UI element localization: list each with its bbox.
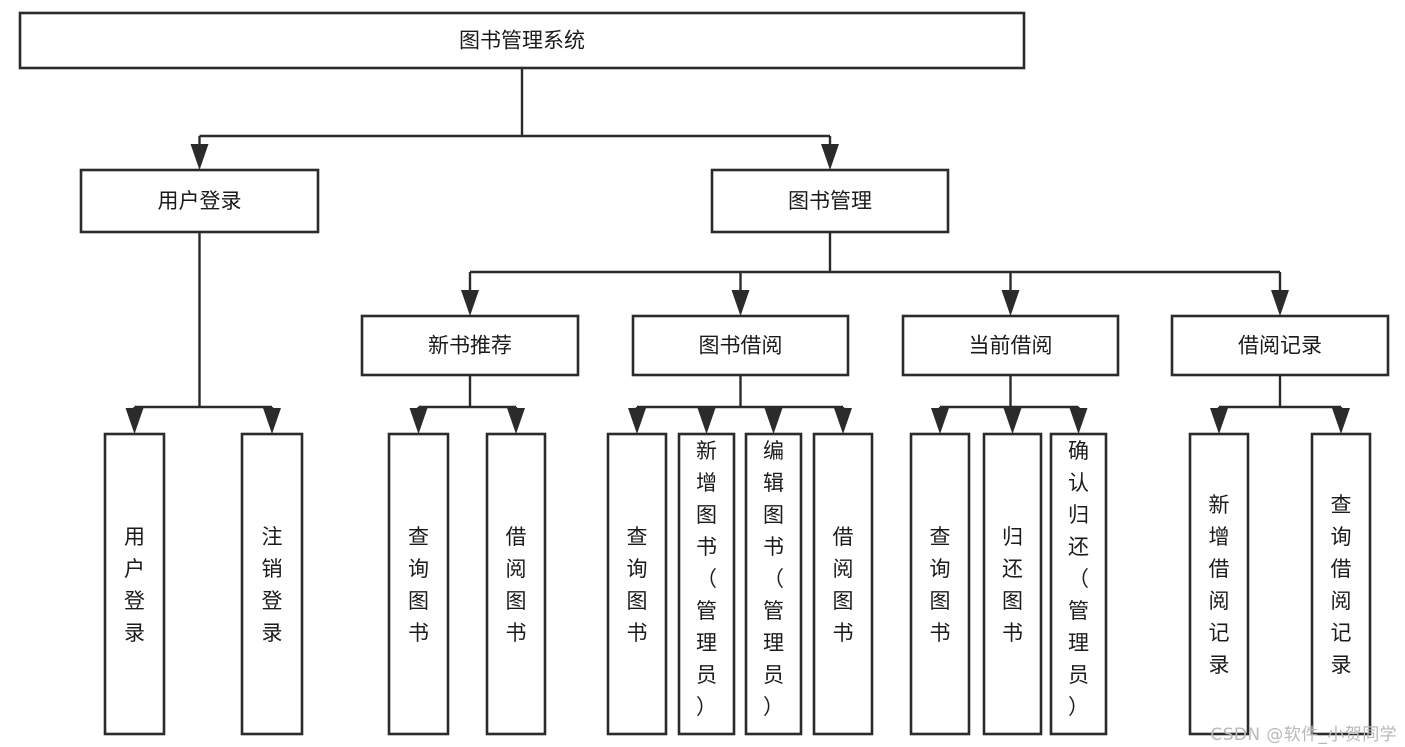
node-label: 图书借阅 bbox=[699, 334, 783, 358]
node-label: 归还图书 bbox=[1002, 525, 1023, 645]
node-label: 图书管理 bbox=[788, 189, 872, 213]
node-leaf-1[interactable]: 用户登录 bbox=[103, 432, 166, 736]
node-label: 用户登录 bbox=[124, 525, 145, 645]
node-leaf-13[interactable]: 查询借阅记录 bbox=[1310, 432, 1372, 736]
arrow-head-icon bbox=[821, 144, 839, 170]
node-box[interactable] bbox=[901, 314, 1120, 377]
connector-layer bbox=[125, 68, 1350, 434]
node-leaf-5[interactable]: 查询图书 bbox=[606, 432, 668, 736]
node-label: 查询图书 bbox=[627, 525, 648, 645]
node-label: 当前借阅 bbox=[969, 334, 1053, 358]
node-root[interactable]: 图书管理系统 bbox=[18, 11, 1026, 70]
node-box[interactable] bbox=[812, 432, 874, 736]
arrow-head-icon bbox=[409, 408, 428, 434]
arrow-head-icon bbox=[628, 408, 646, 434]
node-box[interactable] bbox=[1188, 432, 1250, 736]
node-leaf-12[interactable]: 新增借阅记录 bbox=[1188, 432, 1250, 736]
node-label: 确认归还（管理员） bbox=[1068, 439, 1089, 719]
node-leaf-10[interactable]: 归还图书 bbox=[982, 432, 1043, 736]
node-leaf-11[interactable]: 确认归还（管理员） bbox=[1049, 432, 1108, 736]
node-label: 注销登录 bbox=[262, 525, 283, 645]
node-box[interactable] bbox=[240, 432, 304, 736]
node-leaf-8[interactable]: 借阅图书 bbox=[812, 432, 874, 736]
node-bookmgmt[interactable]: 图书管理 bbox=[710, 168, 950, 234]
node-box[interactable] bbox=[1049, 432, 1108, 736]
node-label: 编辑图书（管理员） bbox=[763, 439, 784, 719]
node-login[interactable]: 用户登录 bbox=[79, 168, 320, 234]
node-box[interactable] bbox=[744, 432, 803, 736]
node-leaf-7[interactable]: 编辑图书（管理员） bbox=[744, 432, 803, 736]
node-box[interactable] bbox=[677, 432, 736, 736]
node-label: 借阅图书 bbox=[833, 525, 854, 645]
node-label: 用户登录 bbox=[158, 189, 242, 213]
node-newbook[interactable]: 新书推荐 bbox=[360, 314, 580, 377]
arrow-head-icon bbox=[190, 144, 209, 170]
node-label: 借阅记录 bbox=[1238, 334, 1322, 358]
node-label: 借阅图书 bbox=[506, 525, 527, 645]
arrow-head-icon bbox=[731, 290, 750, 316]
node-borrow[interactable]: 图书借阅 bbox=[631, 314, 850, 377]
node-box[interactable] bbox=[1170, 314, 1390, 377]
node-label: 查询图书 bbox=[408, 525, 429, 645]
node-label: 查询借阅记录 bbox=[1331, 493, 1352, 677]
arrow-head-icon bbox=[764, 408, 783, 434]
node-box[interactable] bbox=[18, 11, 1026, 70]
node-box[interactable] bbox=[606, 432, 668, 736]
arrow-head-icon bbox=[1001, 290, 1020, 316]
node-leaf-6[interactable]: 新增图书（管理员） bbox=[677, 432, 736, 736]
node-box[interactable] bbox=[103, 432, 166, 736]
arrow-head-icon bbox=[1332, 408, 1350, 434]
arrow-head-icon bbox=[125, 408, 144, 434]
watermark-label: CSDN @软件_小贺同学 bbox=[1210, 725, 1397, 745]
node-layer: 图书管理系统用户登录图书管理新书推荐图书借阅当前借阅借阅记录用户登录注销登录查询… bbox=[18, 11, 1390, 736]
node-leaf-3[interactable]: 查询图书 bbox=[387, 432, 450, 736]
node-box[interactable] bbox=[1310, 432, 1372, 736]
node-box[interactable] bbox=[387, 432, 450, 736]
node-label: 图书管理系统 bbox=[459, 29, 585, 53]
node-label: 新增借阅记录 bbox=[1209, 493, 1230, 677]
node-label: 新增图书（管理员） bbox=[696, 439, 717, 719]
arrow-head-icon bbox=[263, 408, 281, 434]
node-leaf-2[interactable]: 注销登录 bbox=[240, 432, 304, 736]
node-box[interactable] bbox=[909, 432, 971, 736]
node-box[interactable] bbox=[360, 314, 580, 377]
arrow-head-icon bbox=[834, 408, 852, 434]
node-label: 查询图书 bbox=[930, 525, 951, 645]
arrow-head-icon bbox=[507, 408, 525, 434]
node-box[interactable] bbox=[631, 314, 850, 377]
node-box[interactable] bbox=[79, 168, 320, 234]
node-box[interactable] bbox=[982, 432, 1043, 736]
arrow-head-icon bbox=[1271, 290, 1289, 316]
arrow-head-icon bbox=[1210, 408, 1228, 434]
arrow-head-icon bbox=[1003, 408, 1022, 434]
node-leaf-4[interactable]: 借阅图书 bbox=[485, 432, 547, 736]
node-box[interactable] bbox=[710, 168, 950, 234]
node-box[interactable] bbox=[485, 432, 547, 736]
node-records[interactable]: 借阅记录 bbox=[1170, 314, 1390, 377]
arrow-head-icon bbox=[1069, 408, 1088, 434]
arrow-head-icon bbox=[931, 408, 949, 434]
node-label: 新书推荐 bbox=[428, 334, 512, 358]
node-current[interactable]: 当前借阅 bbox=[901, 314, 1120, 377]
node-leaf-9[interactable]: 查询图书 bbox=[909, 432, 971, 736]
arrow-head-icon bbox=[697, 408, 716, 434]
arrow-head-icon bbox=[461, 290, 479, 316]
